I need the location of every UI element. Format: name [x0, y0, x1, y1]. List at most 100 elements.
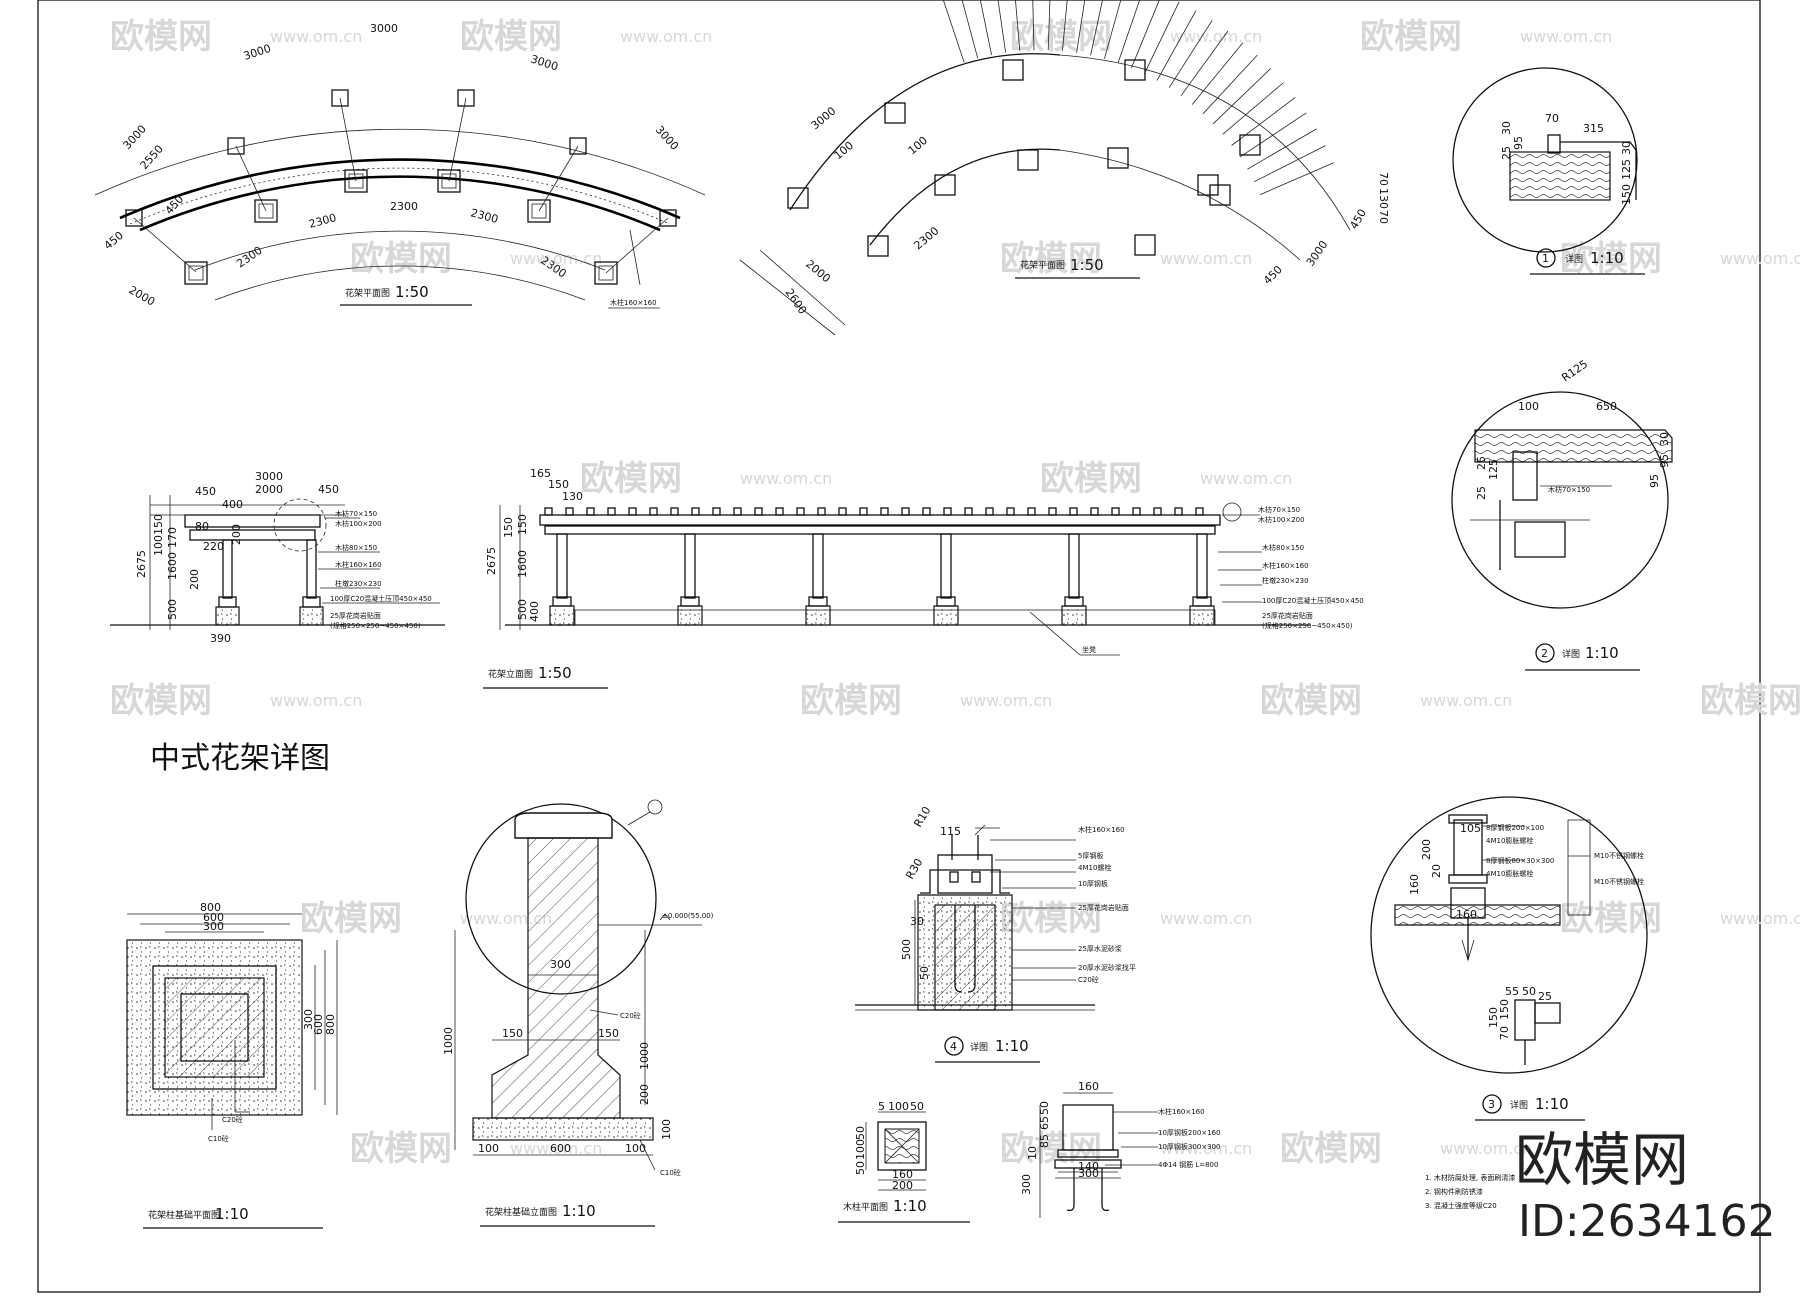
rafter-end: [565, 507, 574, 516]
dim-text: 85: [1038, 1134, 1051, 1148]
rafter-end: [607, 507, 616, 516]
rafter: [1254, 145, 1326, 183]
dim-text: 1600: [516, 550, 529, 578]
rafter-end: [670, 507, 679, 516]
dim-text: 160: [1456, 908, 1477, 921]
material-label: 柱墩230×230: [335, 579, 382, 588]
dim-text: 125: [1620, 159, 1633, 180]
dim-text: 50: [1038, 1101, 1051, 1115]
arc-beam-inner: [139, 175, 661, 232]
dim-text: 105: [1460, 822, 1481, 835]
dim-text: 3000: [1304, 238, 1331, 268]
dim-text: 400: [528, 601, 541, 622]
dim-text: 25: [1475, 486, 1488, 500]
dim-text: R30: [903, 856, 925, 881]
dim-text: 115: [940, 825, 961, 838]
dim-text: 500: [516, 599, 529, 620]
dim-text: 100: [888, 1100, 909, 1113]
watermark: 欧模网: [1260, 681, 1362, 721]
dim-text: 100: [1518, 400, 1539, 413]
rafter-end: [922, 507, 931, 516]
watermark-url: www.om.cn: [960, 691, 1052, 710]
view-caption: 详图: [1565, 253, 1583, 265]
dim-text: 500: [900, 939, 913, 960]
dim-text: 2675: [485, 547, 498, 575]
dim-text: 70: [1377, 210, 1390, 224]
rafter: [1222, 82, 1284, 135]
elevation-side-view: 3000 450 2000 450 400 80 220 150 100 170…: [110, 470, 445, 645]
logo-id: ID:2634162: [1518, 1196, 1776, 1247]
dim-text: 300: [203, 920, 224, 933]
dim-text: 55: [1505, 985, 1519, 998]
dim-text: 165: [530, 467, 551, 480]
watermark: 欧模网: [350, 239, 452, 279]
dim-text: 100: [832, 139, 856, 162]
material-label: 100厚C20混凝土压顶450×450: [1262, 596, 1364, 605]
view-scale: 1:10: [1535, 1095, 1569, 1113]
watermark: 欧模网: [1040, 459, 1142, 499]
watermark-url: www.om.cn: [510, 249, 602, 268]
dim-text: 100: [152, 535, 165, 556]
watermark-url: www.om.cn: [510, 1139, 602, 1158]
dim-text: 300: [302, 1009, 315, 1030]
dim-text: 50: [1522, 985, 1536, 998]
arc-dim-inner: [214, 265, 586, 301]
post: [1189, 533, 1215, 626]
watermark: 欧模网: [580, 459, 682, 499]
corner-logo: 欧模网 ID:2634162: [1515, 1126, 1776, 1247]
dim-text: 150: [152, 514, 165, 535]
rafter: [1180, 30, 1229, 97]
view-scale: 1:10: [893, 1197, 927, 1215]
material-label: 4Φ14 钢筋 L=800: [1158, 1160, 1218, 1169]
watermark: 欧模网: [1360, 17, 1462, 57]
material-label: 25厚花岗岩贴面: [1262, 611, 1313, 620]
plan-left-view: 3000 3000 3000 3000 3000 2550 450 450 20…: [94, 22, 706, 309]
rafter: [1104, 0, 1122, 59]
rafter-end: [1111, 507, 1120, 516]
post: [677, 533, 703, 626]
material-label: 柱墩230×230: [1262, 576, 1309, 585]
detail-4-leader-labels: 木柱160×160 5厚钢板 4M10螺栓 10厚钢板 25厚花岗岩贴面 25厚…: [990, 825, 1136, 984]
dim-text: 50: [854, 1126, 867, 1140]
rafter-end: [796, 507, 805, 516]
anchor-detail-view: 160 65 85 50 10 140 300 300 木柱160×160 10…: [1020, 1080, 1221, 1218]
material-label: 木枋70×150: [1258, 505, 1300, 514]
view-scale: 1:10: [995, 1037, 1029, 1055]
rafter: [1090, 0, 1103, 56]
rafters: [942, 0, 1334, 195]
material-label: 木枋100×200: [335, 519, 382, 528]
dim-text: 150: [502, 1027, 523, 1040]
material-label: 8厚钢板80×30×300: [1486, 856, 1554, 865]
dim-text: 100: [625, 1142, 646, 1155]
view-caption: 花架平面图: [1020, 259, 1065, 271]
material-label: 4M10螺栓: [1078, 863, 1111, 872]
dim-text: 150: [502, 517, 515, 538]
detail-1-view: 70 315 30 25 95 30 125 150 1 详图 1:10: [1452, 67, 1645, 275]
wood-post-plan-view: 5 100 50 50 100 50 160 200 木柱平面图 1:10: [838, 1100, 970, 1223]
rafter: [942, 0, 965, 63]
sheet-title: 中式花架详图: [150, 741, 330, 776]
dim-text: 95: [1648, 474, 1661, 488]
watermark-url: www.om.cn: [1160, 249, 1252, 268]
dim-text: 200: [638, 1084, 651, 1105]
dim-text: 160: [1408, 874, 1421, 895]
dim-text: 20: [1430, 864, 1443, 878]
dim-text: 150: [598, 1027, 619, 1040]
watermark: 欧模网: [110, 681, 212, 721]
dim-text: 800: [324, 1014, 337, 1035]
detail-3-view: 105 200 20 160 160 55 50 25 150 150 70 8…: [1370, 796, 1648, 1210]
view-caption: 花架平面图: [345, 287, 390, 299]
dim-text: 30: [1500, 121, 1513, 135]
view-scale: 1:10: [1590, 249, 1624, 267]
dim-text: 600: [203, 911, 224, 924]
dim-text: 25: [1475, 456, 1488, 470]
dim-text: 150: [1487, 1007, 1500, 1028]
dim-text: 70: [1545, 112, 1559, 125]
side-leader-labels: 木枋70×150 木枋100×200 木枋80×150 木柱160×160 柱墩…: [318, 509, 440, 630]
elevation-front-view: 165 150 130 150 150 1600 500 400 2675 木枋…: [483, 467, 1364, 689]
rafter: [1047, 0, 1051, 51]
arc-inner-line: [194, 230, 606, 271]
dim-text: 2300: [307, 211, 337, 231]
detail-number: 3: [1488, 1098, 1495, 1111]
material-label: 木柱160×160: [1078, 825, 1125, 834]
